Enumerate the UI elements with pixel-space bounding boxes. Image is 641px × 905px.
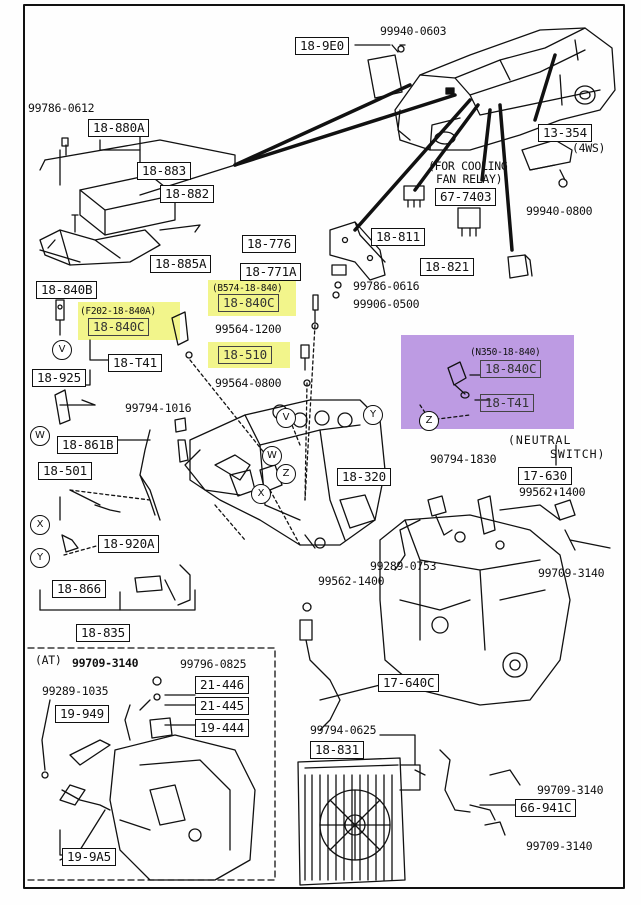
part-num-99940-0800: 99940-0800: [526, 204, 593, 218]
part-box-18-835: 18-835: [76, 624, 130, 642]
part-num-99564-0800: 99564-0800: [215, 376, 282, 390]
note-at: (AT): [35, 653, 62, 667]
part-box-21-445: 21-445: [195, 697, 249, 715]
part-num-99562-1400-a: 99562-1400: [519, 485, 586, 499]
part-box-21-446: 21-446: [195, 676, 249, 694]
part-num-99906-0500: 99906-0500: [353, 297, 420, 311]
part-box-18-831: 18-831: [310, 741, 364, 759]
part-box-18-9e0: 18-9E0: [295, 37, 349, 55]
note-ref-n350: (N350-18-840): [470, 347, 541, 358]
engine-block: [177, 399, 386, 549]
part-num-99709-3140-b: 99709-3140: [72, 656, 139, 670]
part-num-99709-3140-d: 99709-3140: [526, 839, 593, 853]
callout-y-left: Y: [30, 548, 50, 568]
part-box-18-885a: 18-885A: [150, 255, 212, 273]
part-num-99794-1016: 99794-1016: [125, 401, 192, 415]
part-num-99786-0616: 99786-0616: [353, 279, 420, 293]
note-for-cooling-line1: (FOR COOLING: [428, 159, 508, 173]
part-box-18-501: 18-501: [38, 462, 92, 480]
at-transmission: [109, 734, 256, 881]
part-box-18-840c-top: 18-840C: [218, 294, 280, 312]
part-box-18-t41-left: 18-T41: [108, 354, 162, 372]
highlight-18-840c-left: [78, 302, 180, 340]
radiator: [297, 757, 406, 886]
part-box-18-840c-left: 18-840C: [88, 318, 150, 336]
note-ref-b574: (B574-18-840): [212, 283, 283, 294]
callout-x-left: X: [30, 515, 50, 535]
part-box-18-883: 18-883: [137, 162, 191, 180]
part-box-18-510: 18-510: [218, 346, 272, 364]
callout-x-engine: X: [251, 484, 271, 504]
part-num-99794-0625: 99794-0625: [310, 723, 377, 737]
part-num-99709-3140-a: 99709-3140: [538, 566, 605, 580]
note-neutral-line1: (NEUTRAL: [508, 433, 572, 447]
part-box-19-444: 19-444: [195, 719, 249, 737]
part-box-18-880a: 18-880A: [88, 119, 150, 137]
callout-y-engine: Y: [363, 405, 383, 425]
part-num-99940-0603: 99940-0603: [380, 24, 447, 38]
transmission: [379, 514, 571, 706]
note-for-cooling-line2: FAN RELAY): [436, 172, 503, 186]
note-neutral-line2: SWITCH): [550, 447, 606, 461]
part-box-18-320: 18-320: [337, 468, 391, 486]
note-ref-f202: (F202-18-840A): [80, 306, 156, 317]
part-box-18-861b: 18-861B: [57, 436, 119, 454]
part-box-18-925: 18-925: [32, 369, 86, 387]
part-num-99709-3140-c: 99709-3140: [537, 783, 604, 797]
part-num-99289-1035: 99289-1035: [42, 684, 109, 698]
note-4ws: (4WS): [572, 141, 606, 155]
callout-v-left: V: [52, 340, 72, 360]
part-box-18-t41-right: 18-T41: [480, 394, 534, 412]
part-box-18-771a: 18-771A: [240, 263, 302, 281]
part-num-99786-0612: 99786-0612: [28, 101, 95, 115]
part-box-18-821: 18-821: [420, 258, 474, 276]
part-box-19-9a5: 19-9A5: [62, 848, 116, 866]
part-box-17-630: 17-630: [518, 467, 572, 485]
part-box-67-7403: 67-7403: [435, 188, 497, 206]
part-num-99289-0753: 99289-0753: [370, 559, 437, 573]
callout-w-left: W: [30, 426, 50, 446]
part-box-18-882: 18-882: [160, 185, 214, 203]
part-box-18-840b: 18-840B: [36, 281, 98, 299]
callout-v-engine: V: [276, 408, 296, 428]
part-box-18-811: 18-811: [371, 228, 425, 246]
part-box-17-640c: 17-640C: [378, 674, 440, 692]
car-drawing: [394, 27, 616, 151]
part-num-99564-1200: 99564-1200: [215, 322, 282, 336]
part-num-99796-0825: 99796-0825: [180, 657, 247, 671]
part-box-13-354: 13-354: [538, 124, 592, 142]
part-box-18-840c-right: 18-840C: [480, 360, 542, 378]
part-box-66-941c: 66-941C: [515, 799, 577, 817]
part-box-19-949: 19-949: [55, 705, 109, 723]
callout-w-engine: W: [262, 446, 282, 466]
part-box-18-920a: 18-920A: [98, 535, 160, 553]
part-num-90794-1830: 90794-1830: [430, 452, 497, 466]
part-box-18-866: 18-866: [52, 580, 106, 598]
part-box-18-776: 18-776: [242, 235, 296, 253]
part-num-99562-1400-b: 99562-1400: [318, 574, 385, 588]
highlight-18-840c-top: [208, 280, 296, 316]
callout-z-engine: Z: [276, 464, 296, 484]
callout-z-right: Z: [419, 411, 439, 431]
